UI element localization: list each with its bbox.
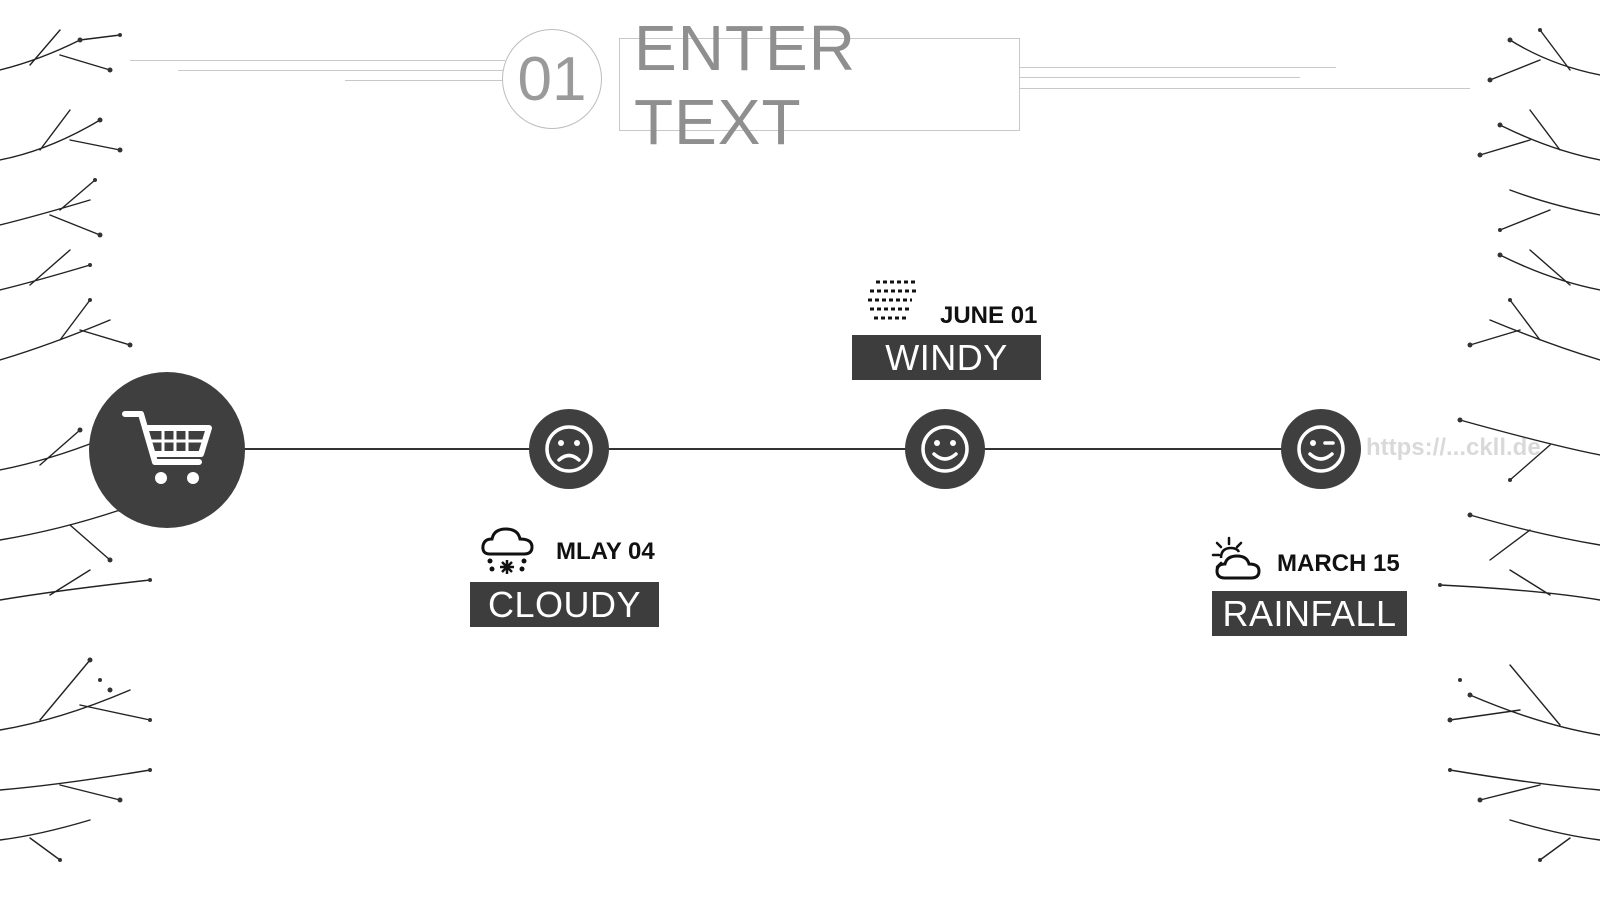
right-branch-decoration <box>1438 28 1600 862</box>
event-date-3: MARCH 15 <box>1277 550 1400 577</box>
timeline-node-3 <box>1281 409 1361 489</box>
event-date-2: JUNE 01 <box>940 302 1038 329</box>
wink-face-icon <box>1297 425 1345 473</box>
header-rule <box>178 70 505 71</box>
sad-face-icon <box>545 425 593 473</box>
event-date-1: MLAY 04 <box>556 538 655 565</box>
header-rule <box>1020 67 1336 68</box>
watermark: https://...ckll.de <box>1366 434 1541 461</box>
event-label-3: RAINFALL <box>1212 591 1407 636</box>
section-number: 01 <box>502 29 602 129</box>
timeline-start-node <box>89 372 245 528</box>
event-label-1: CLOUDY <box>470 582 659 627</box>
header-rule <box>1020 77 1300 78</box>
header-rule <box>345 80 505 81</box>
timeline-line <box>200 448 1360 450</box>
timeline-node-1 <box>529 409 609 489</box>
smile-face-icon <box>921 425 969 473</box>
event-label-2: WINDY <box>852 335 1041 380</box>
sun-cloud-icon <box>1211 536 1261 580</box>
timeline-node-2 <box>905 409 985 489</box>
left-branch-decoration <box>0 29 152 862</box>
header-rule <box>130 60 505 61</box>
header-rule <box>1020 88 1470 89</box>
slide-title[interactable]: ENTER TEXT <box>619 12 1020 158</box>
cloud-snow-icon <box>481 527 534 574</box>
shopping-cart-icon <box>122 411 212 484</box>
wind-icon <box>868 280 916 320</box>
